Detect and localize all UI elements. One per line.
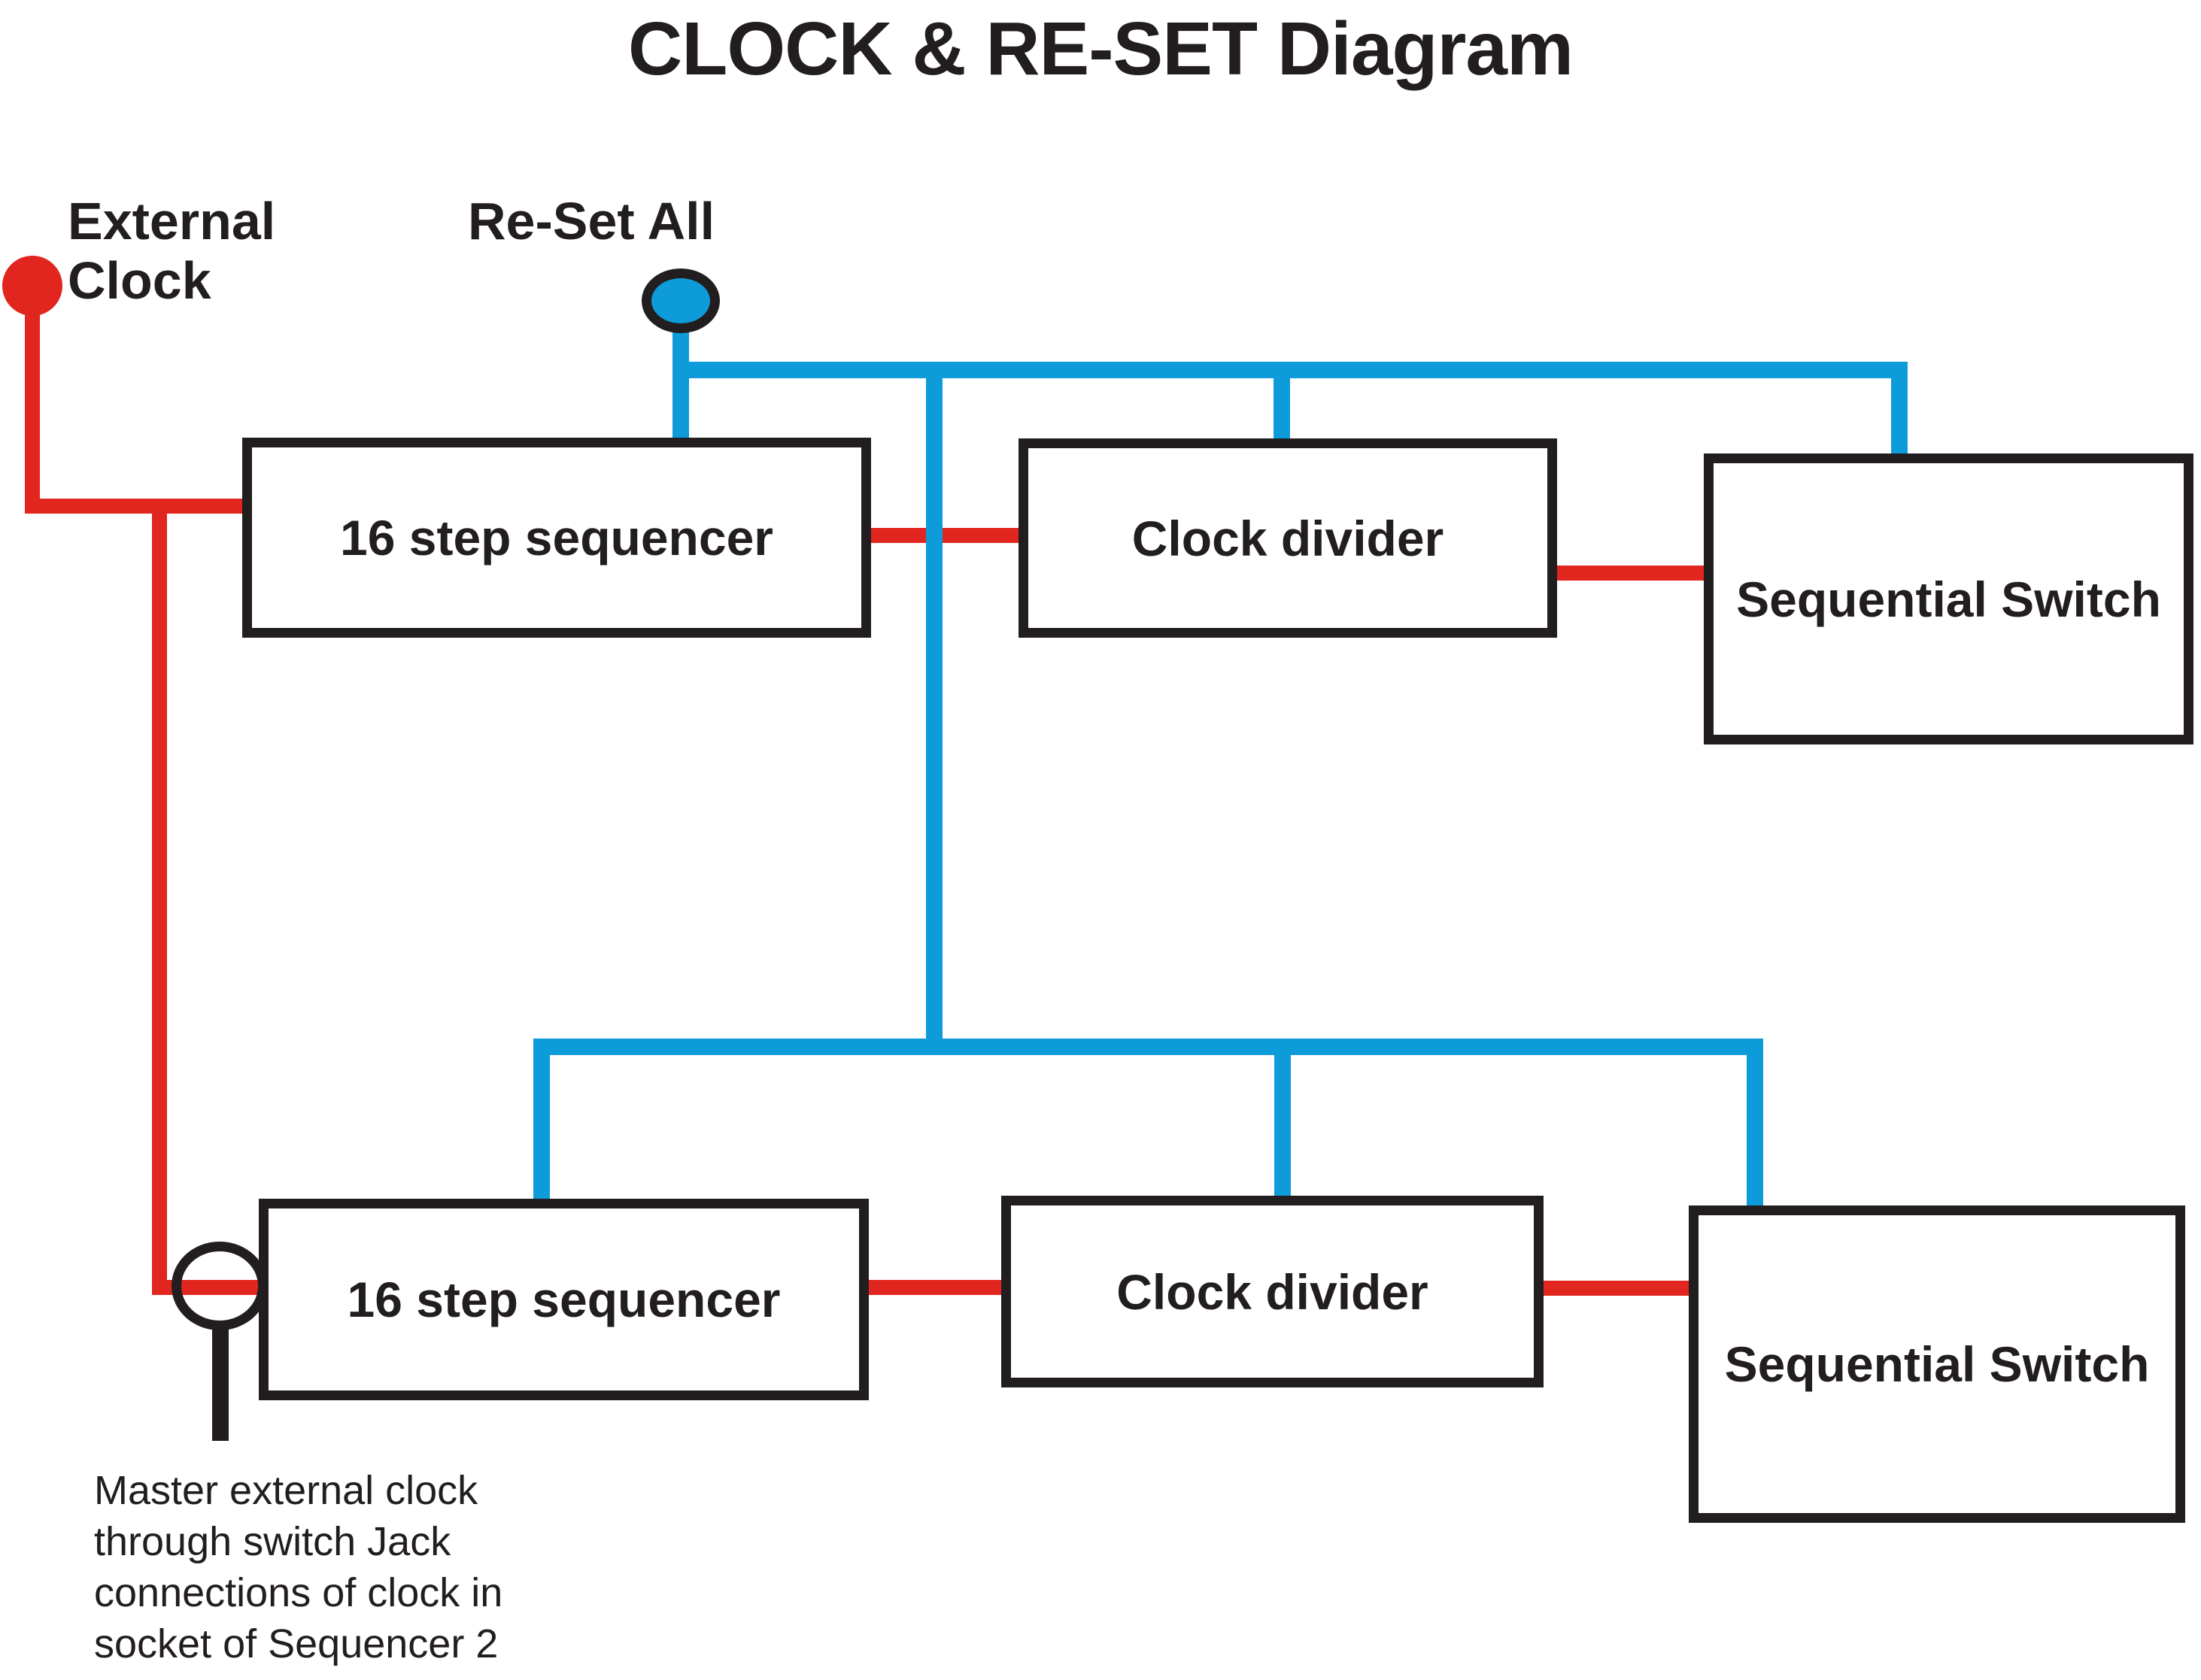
reset-line-bottom-bus (533, 1039, 1763, 1055)
reset-all-label: Re-Set All (468, 192, 715, 250)
reset-line-switch1-drop (1891, 362, 1908, 458)
box-clock-divider-1: Clock divider (1019, 438, 1557, 638)
reset-line-center-trunk (926, 362, 943, 1055)
reset-all-terminal-icon (642, 268, 720, 333)
caption: Master external clock through switch Jac… (94, 1465, 502, 1669)
box-clock-divider-1-label: Clock divider (1131, 510, 1444, 566)
caption-line-4: socket of Sequencer 2 (94, 1621, 499, 1666)
box-sequential-switch-2-label: Sequential Switch (1724, 1336, 2150, 1392)
box-sequential-switch-2: Sequential Switch (1689, 1205, 2185, 1523)
clock-line-divider1-to-switch1 (1554, 566, 1707, 581)
box-clock-divider-2: Clock divider (1001, 1196, 1544, 1387)
jack-connection-circle-icon (172, 1242, 268, 1330)
clock-line-seq2-to-divider2 (866, 1280, 1004, 1295)
caption-line-1: Master external clock (94, 1468, 478, 1513)
reset-line-seq2-drop (533, 1039, 550, 1202)
external-clock-label-line1: External (68, 192, 276, 250)
box-sequential-switch-1: Sequential Switch (1704, 453, 2193, 744)
reset-line-top-bus (672, 362, 1908, 378)
diagram-title: CLOCK & RE-SET Diagram (628, 7, 1574, 91)
box-16-step-sequencer-2: 16 step sequencer (259, 1199, 869, 1400)
caption-line-2: through switch Jack (94, 1519, 451, 1564)
box-16-step-sequencer-1: 16 step sequencer (242, 438, 871, 638)
box-16-step-sequencer-1-label: 16 step sequencer (340, 510, 773, 566)
caption-line-3: connections of clock in (94, 1570, 503, 1615)
reset-line-switch2-drop (1747, 1039, 1763, 1210)
reset-line-divider2-drop (1274, 1039, 1291, 1199)
box-16-step-sequencer-2-label: 16 step sequencer (347, 1272, 781, 1327)
jack-pointer-line (212, 1327, 229, 1441)
clock-line-branch-vertical (152, 499, 167, 1295)
external-clock-terminal-icon (2, 256, 62, 316)
box-clock-divider-2-label: Clock divider (1116, 1263, 1428, 1320)
external-clock-label-line2: Clock (68, 251, 211, 310)
external-clock-label: External Clock (68, 192, 275, 311)
reset-line-terminal-drop (672, 329, 689, 442)
clock-line-seq1-to-divider1 (871, 528, 1022, 543)
clock-line-external-vertical (25, 305, 40, 514)
clock-line-divider2-to-switch2 (1541, 1281, 1692, 1296)
reset-line-divider1-drop (1274, 362, 1290, 441)
clock-line-external-horizontal (25, 499, 250, 514)
box-sequential-switch-1-label: Sequential Switch (1736, 571, 2161, 627)
